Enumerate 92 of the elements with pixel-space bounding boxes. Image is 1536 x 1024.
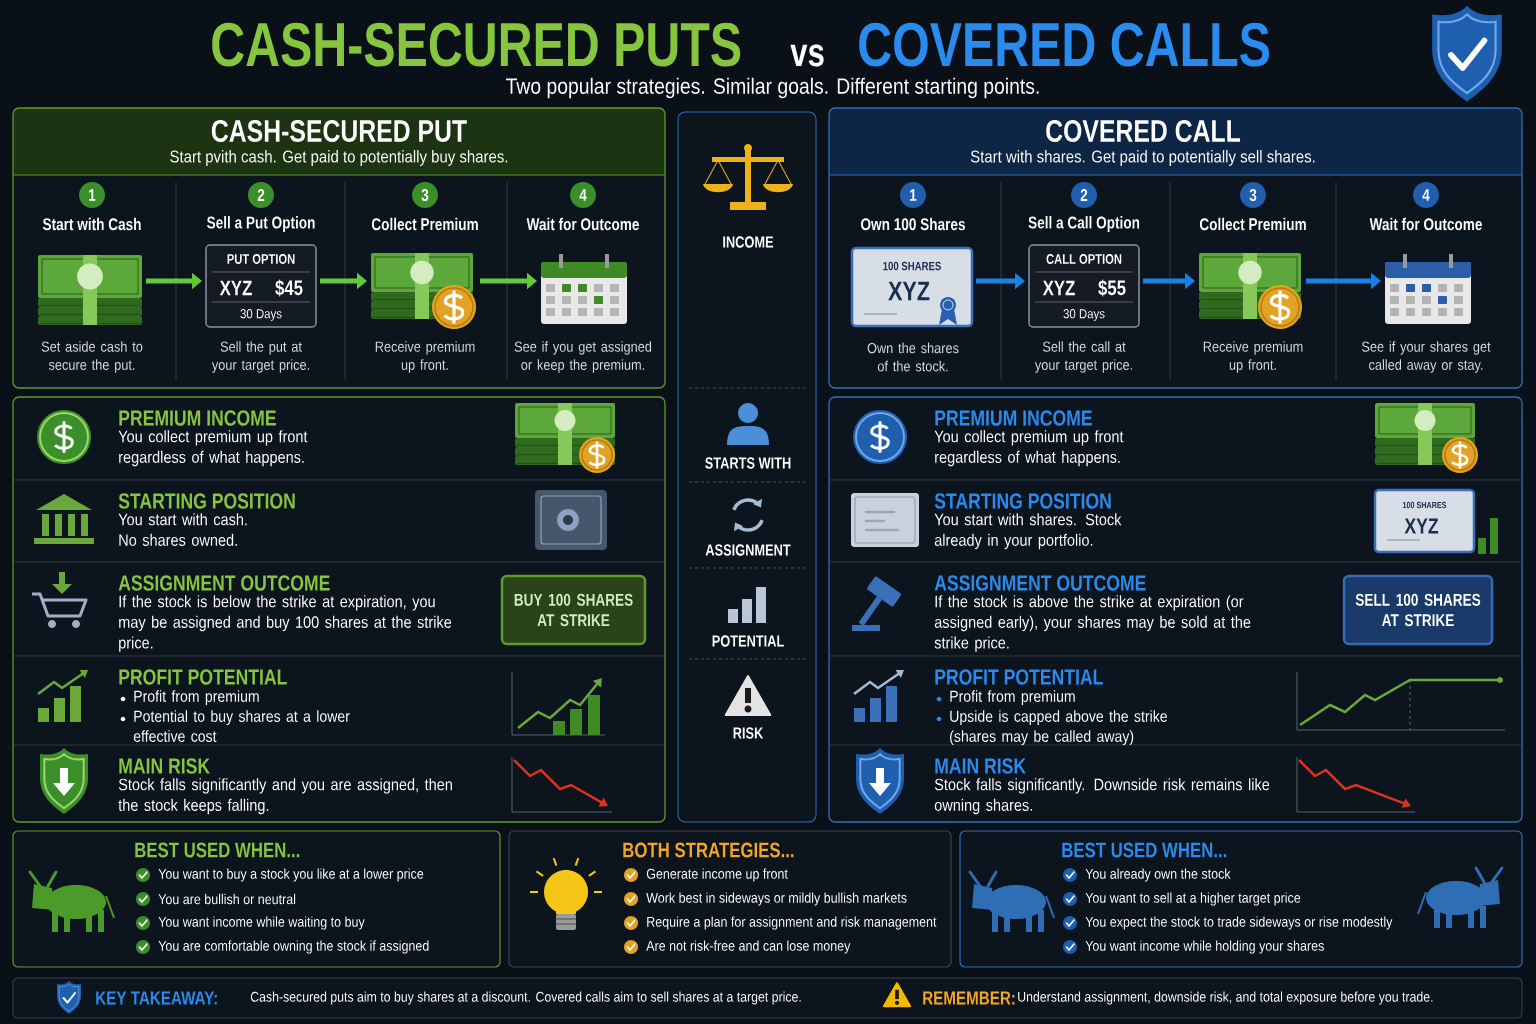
expiry-text: 30 Days bbox=[1063, 309, 1105, 321]
action-badge: BUY 100 SHARES AT STRIKE bbox=[500, 574, 647, 646]
description-text: You start with shares. Stock already in your portfolio. bbox=[934, 513, 1122, 550]
step-description: See if you get assigned or keep the premium. bbox=[514, 341, 652, 373]
list-item: Require a plan for assignment and risk management bbox=[647, 916, 937, 930]
section-heading: MAIN RISK bbox=[119, 758, 210, 774]
action-badge: SELL 100 SHARES AT STRIKE bbox=[1342, 574, 1494, 646]
step-title: Collect Premium bbox=[371, 217, 478, 231]
panel-title: COVERED CALL bbox=[1046, 120, 1241, 142]
step-number-badge: 3 bbox=[412, 182, 438, 208]
bullet-item: Profit from premium bbox=[936, 690, 1075, 706]
description-text: Stock falls significantly. Downside risk remains like owning shares. bbox=[934, 778, 1270, 815]
step-description: Set aside cash to secure the put. bbox=[41, 341, 143, 373]
description-text: You collect premium up front regardless of what happens. bbox=[118, 430, 308, 467]
main-title: vs bbox=[790, 44, 824, 67]
list-item: Generate income up front bbox=[646, 868, 788, 882]
section-heading: ASSIGNMENT OUTCOME bbox=[118, 575, 330, 591]
takeaway-heading: KEY TAKEAWAY: bbox=[96, 991, 217, 1005]
section-heading: ASSIGNMENT OUTCOME bbox=[934, 575, 1146, 591]
card-heading: CALL OPTION bbox=[1046, 254, 1122, 264]
step-number-badge: 1 bbox=[79, 182, 105, 208]
step-number-badge: 1 bbox=[900, 182, 926, 208]
bullet-item: Profit from premium bbox=[120, 690, 259, 706]
step-title: Wait for Outcome bbox=[526, 217, 639, 231]
step-title: Start with Cash bbox=[42, 217, 141, 231]
reminder-heading: REMEMBER: bbox=[923, 991, 1015, 1005]
main-title: CASH-SECURED PUTS bbox=[212, 22, 741, 67]
category-label: ASSIGNMENT bbox=[705, 544, 791, 556]
ticker-symbol: XYZ bbox=[888, 281, 930, 301]
list-item: You want to buy a stock you like at a lower price bbox=[158, 868, 424, 882]
list-item: You already own the stock bbox=[1085, 868, 1231, 882]
takeaway-text: Cash-secured puts aim to buy shares at a discount. Covered calls aim to sell shares at a target price. bbox=[250, 991, 801, 1005]
list-item: You expect the stock to trade sideways or rise modestly bbox=[1085, 916, 1393, 930]
category-label: STARTS WITH bbox=[705, 457, 791, 469]
list-item: You want to sell at a higher target price bbox=[1085, 892, 1301, 906]
step-title: Collect Premium bbox=[1199, 217, 1306, 231]
description-text: You collect premium up front regardless of what happens. bbox=[934, 430, 1124, 467]
step-title: Sell a Put Option bbox=[207, 216, 315, 232]
reminder-text: Understand assignment, downside risk, and total exposure before you trade. bbox=[1018, 991, 1433, 1005]
description-text: You start with cash. No shares owned. bbox=[118, 513, 247, 546]
section-heading: PROFIT POTENTIAL bbox=[119, 669, 287, 685]
step-number-badge: 3 bbox=[1240, 182, 1266, 208]
section-heading: MAIN RISK bbox=[935, 758, 1026, 774]
section-heading: PROFIT POTENTIAL bbox=[935, 669, 1103, 685]
list-item: Work best in sideways or mildly bullish markets bbox=[646, 892, 907, 906]
strike-price: $45 bbox=[275, 279, 303, 297]
expiry-text: 30 Days bbox=[240, 309, 282, 321]
box-heading: BEST USED WHEN... bbox=[135, 842, 300, 858]
list-item: You want income while holding your shares bbox=[1085, 940, 1324, 954]
step-number-badge: 2 bbox=[1071, 182, 1097, 208]
section-heading: STARTING POSITION bbox=[118, 493, 295, 509]
step-description: Receive premium up front. bbox=[375, 341, 475, 373]
step-description: See if your shares get called away or stay. bbox=[1361, 341, 1491, 373]
step-description: Sell the call at your target price. bbox=[1034, 341, 1132, 373]
step-description: Own the shares of the stock. bbox=[867, 342, 959, 372]
step-description: Receive premium up front. bbox=[1203, 341, 1303, 373]
category-column bbox=[677, 111, 817, 823]
panel-subtitle: Start with shares. Get paid to potentially sell shares. bbox=[970, 150, 1315, 166]
ticker-symbol: XYZ bbox=[219, 280, 252, 296]
main-title: COVERED CALLS bbox=[859, 22, 1270, 67]
category-label: POTENTIAL bbox=[712, 635, 784, 647]
step-number-badge: 4 bbox=[1413, 182, 1439, 208]
panel-title: CASH-SECURED PUT bbox=[211, 120, 467, 142]
list-item: You want income while waiting to buy bbox=[158, 916, 365, 930]
section-heading: STARTING POSITION bbox=[934, 493, 1111, 509]
card-heading: PUT OPTION bbox=[227, 254, 295, 264]
step-title: Wait for Outcome bbox=[1369, 217, 1482, 231]
panel-subtitle: Start pvith cash. Get paid to potentially buy shares. bbox=[170, 150, 508, 166]
description-text: If the stock is above the strike at expiration (or assigned early), your shares may be sold at the strike price. bbox=[934, 595, 1251, 652]
list-item: You are comfortable owning the stock if assigned bbox=[158, 940, 429, 954]
step-title: Sell a Call Option bbox=[1028, 216, 1140, 232]
step-number-badge: 4 bbox=[570, 182, 596, 208]
description-text: Stock falls significantly and you are assigned, then the stock keeps falling. bbox=[118, 778, 452, 815]
certificate-label: 100 SHARES bbox=[1402, 501, 1447, 509]
description-text: If the stock is below the strike at expiration, you may be assigned and buy 100 shares at the strike price. bbox=[119, 595, 452, 652]
step-number-badge: 2 bbox=[248, 182, 274, 208]
strike-price: $55 bbox=[1098, 279, 1126, 297]
list-item: You are bullish or neutral bbox=[158, 893, 296, 905]
box-heading: BEST USED WHEN... bbox=[1062, 842, 1227, 858]
step-description: Sell the put at your target price. bbox=[211, 341, 309, 373]
step-title: Own 100 Shares bbox=[861, 217, 965, 231]
category-label: RISK bbox=[733, 727, 764, 739]
section-heading: PREMIUM INCOME bbox=[935, 410, 1092, 426]
ticker-symbol: XYZ bbox=[1404, 518, 1439, 534]
ticker-symbol: XYZ bbox=[1042, 280, 1075, 296]
bullet-item: Potential to buy shares at a lower effective cost bbox=[120, 710, 350, 742]
section-heading: PREMIUM INCOME bbox=[119, 410, 276, 426]
certificate-label: 100 SHARES bbox=[883, 261, 941, 271]
list-item: Are not risk-free and can lose money bbox=[646, 940, 851, 954]
bullet-item: Upside is capped above the strike (shares may be called away) bbox=[936, 710, 1167, 746]
category-label: INCOME bbox=[723, 236, 774, 248]
box-heading: BOTH STRATEGIES... bbox=[623, 842, 794, 858]
